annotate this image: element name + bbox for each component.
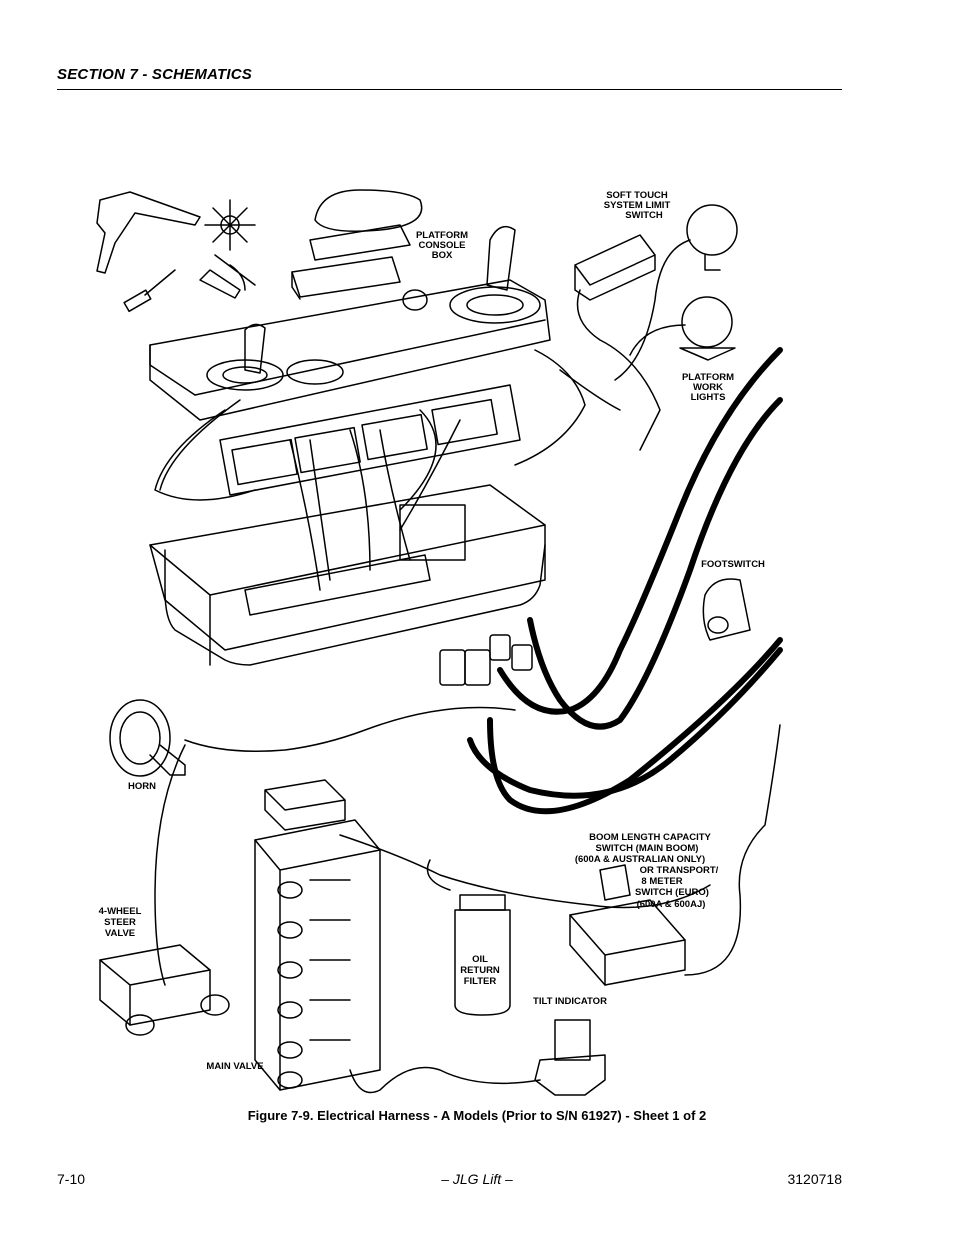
document-number: 3120718 (787, 1171, 842, 1187)
label-oil-line-3: FILTER (464, 976, 497, 987)
label-steer-line-3: VALVE (105, 928, 135, 939)
footswitch-icon (702, 578, 751, 641)
label-boom-line-3: (600A & AUSTRALIAN ONLY) (575, 854, 705, 865)
label-boom-line-6: SWITCH (EURO) (635, 887, 709, 898)
label-tilt-indicator: TILT INDICATOR (533, 996, 607, 1007)
header-rule (57, 89, 842, 90)
label-platform-console-line-3: BOX (432, 250, 453, 261)
steer-valve-icon (99, 944, 230, 1036)
label-main-valve: MAIN VALVE (206, 1061, 263, 1072)
console-lens (314, 189, 423, 232)
joystick-left-icon (206, 323, 284, 391)
label-work-lights-line-3: LIGHTS (691, 392, 726, 403)
joystick-right-icon (449, 225, 541, 324)
boom-length-switch-icon (569, 864, 686, 986)
label-platform-console-line-1: PLATFORM (416, 230, 468, 241)
label-boom-line-5: 8 METER (641, 876, 682, 887)
label-boom-line-7: (600A & 600AJ) (637, 899, 706, 910)
label-work-lights-line-1: PLATFORM (682, 372, 734, 383)
label-soft-touch-line-1: SOFT TOUCH (606, 190, 668, 201)
crimp-tool-icon (96, 191, 256, 313)
footer-brand: – JLG Lift – (441, 1171, 513, 1187)
label-platform-console-line-2: CONSOLE (419, 240, 466, 251)
page-number: 7-10 (57, 1171, 86, 1187)
label-oil-line-1: OIL (472, 954, 488, 965)
label-soft-touch-line-3: SWITCH (625, 210, 663, 221)
label-work-lights-line-2: WORK (693, 382, 723, 393)
soft-touch-switch-icon (574, 234, 656, 301)
label-steer-line-1: 4-WHEEL (99, 906, 142, 917)
label-horn: HORN (128, 781, 156, 792)
figure-caption: Figure 7-9. Electrical Harness - A Model… (247, 1108, 707, 1123)
label-boom-line-2: SWITCH (MAIN BOOM) (596, 843, 699, 854)
label-boom-line-1: BOOM LENGTH CAPACITY (589, 832, 711, 843)
work-light-bottom-icon (679, 296, 736, 361)
tilt-indicator-icon (534, 1019, 606, 1096)
label-steer-line-2: STEER (104, 917, 136, 928)
main-valve-icon (254, 779, 381, 1091)
label-soft-touch-line-2: SYSTEM LIMIT (604, 200, 671, 211)
console-decal (309, 224, 411, 261)
work-light-top-icon (686, 204, 738, 271)
oil-return-filter-icon (454, 894, 511, 1016)
section-header: SECTION 7 - SCHEMATICS (57, 66, 252, 83)
horn-icon (109, 699, 186, 777)
label-oil-line-2: RETURN (460, 965, 500, 976)
label-boom-line-4: OR TRANSPORT/ (640, 865, 719, 876)
platform-console-top (149, 279, 551, 421)
pin-removal-tool-icon (204, 199, 256, 251)
label-footswitch: FOOTSWITCH (701, 559, 765, 570)
